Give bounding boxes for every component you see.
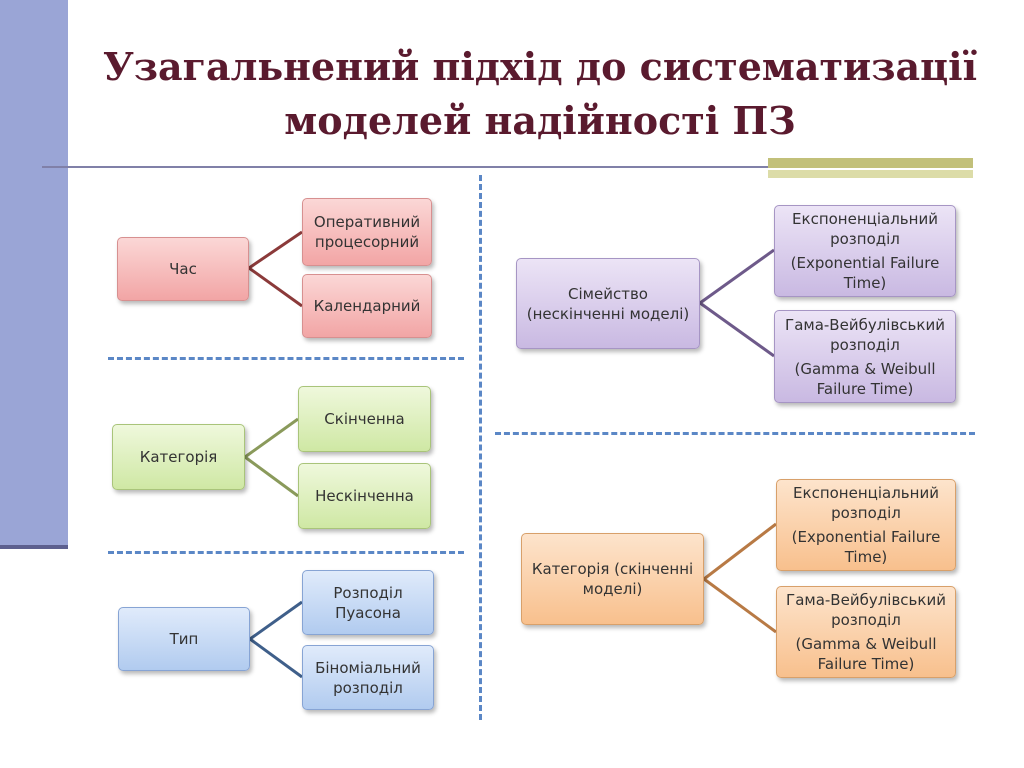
node-category-label: Категорія: [139, 448, 218, 466]
node-type-label: Тип: [169, 630, 199, 648]
node-category-exponential: Експоненціальний розподіл (Exponential F…: [776, 479, 956, 571]
node-category-exponential-note: (Exponential Failure Time): [791, 528, 941, 566]
node-category: Категорія: [112, 424, 245, 490]
node-family-exponential-name: Експоненціальний розподіл: [792, 210, 938, 248]
divider-left-2: [108, 551, 464, 554]
connector-category-finite: [703, 522, 777, 634]
node-category-finite-models: Категорія (скінченні моделі): [521, 533, 704, 625]
title-line-2: моделей надійності ПЗ: [284, 98, 796, 143]
node-family-gamma-weibull-note: (Gamma & Weibull Failure Time): [794, 359, 936, 398]
node-family-exponential-note: (Exponential Failure Time): [790, 254, 940, 292]
node-type-poisson: Розподіл Пуасона: [302, 570, 434, 635]
node-category-finite-models-label: Категорія (скінченні моделі): [531, 560, 694, 598]
divider-vertical: [479, 175, 482, 720]
divider-right: [495, 432, 975, 435]
node-category-exponential-name: Експоненціальний розподіл: [793, 484, 939, 522]
node-family-exponential: Експоненціальний розподіл (Exponential F…: [774, 205, 956, 297]
divider-left-1: [108, 357, 464, 360]
title-accent: [768, 158, 973, 178]
node-category-finite-label: Скінченна: [324, 410, 405, 428]
node-family-label: Сімейство (нескінченні моделі): [526, 284, 690, 323]
connector-time: [248, 230, 303, 308]
node-time-operational: Оперативний процесорний: [302, 198, 432, 266]
node-type-binomial-label: Біноміальний розподіл: [315, 658, 421, 697]
sidebar-decor: [0, 0, 68, 548]
node-time: Час: [117, 237, 249, 301]
node-type-poisson-label: Розподіл Пуасона: [333, 583, 403, 622]
node-category-gamma-weibull: Гама-Вейбулівський розподіл (Gamma & Wei…: [776, 586, 956, 678]
node-time-label: Час: [169, 260, 197, 278]
node-category-infinite: Нескінченна: [298, 463, 431, 529]
sidebar-decor-line: [0, 545, 68, 549]
node-category-infinite-label: Нескінченна: [315, 487, 414, 505]
node-type-binomial: Біноміальний розподіл: [302, 645, 434, 710]
page-title: Узагальнений підхід до систематизації мо…: [80, 40, 1000, 148]
node-family-gamma-weibull-name: Гама-Вейбулівський розподіл: [785, 315, 945, 354]
node-category-gamma-weibull-note: (Gamma & Weibull Failure Time): [795, 635, 937, 673]
node-family: Сімейство (нескінченні моделі): [516, 258, 700, 349]
node-type: Тип: [118, 607, 250, 671]
node-category-gamma-weibull-name: Гама-Вейбулівський розподіл: [786, 591, 946, 629]
node-category-finite: Скінченна: [298, 386, 431, 452]
node-time-operational-label: Оперативний процесорний: [313, 213, 421, 251]
node-family-gamma-weibull: Гама-Вейбулівський розподіл (Gamma & Wei…: [774, 310, 956, 403]
title-underline: [42, 166, 972, 168]
connector-category: [244, 417, 299, 498]
title-line-1: Узагальнений підхід до систематизації: [102, 44, 978, 89]
connector-family: [699, 248, 775, 358]
node-time-calendar-label: Календарний: [313, 297, 421, 315]
node-time-calendar: Календарний: [302, 274, 432, 338]
connector-type: [249, 600, 303, 679]
